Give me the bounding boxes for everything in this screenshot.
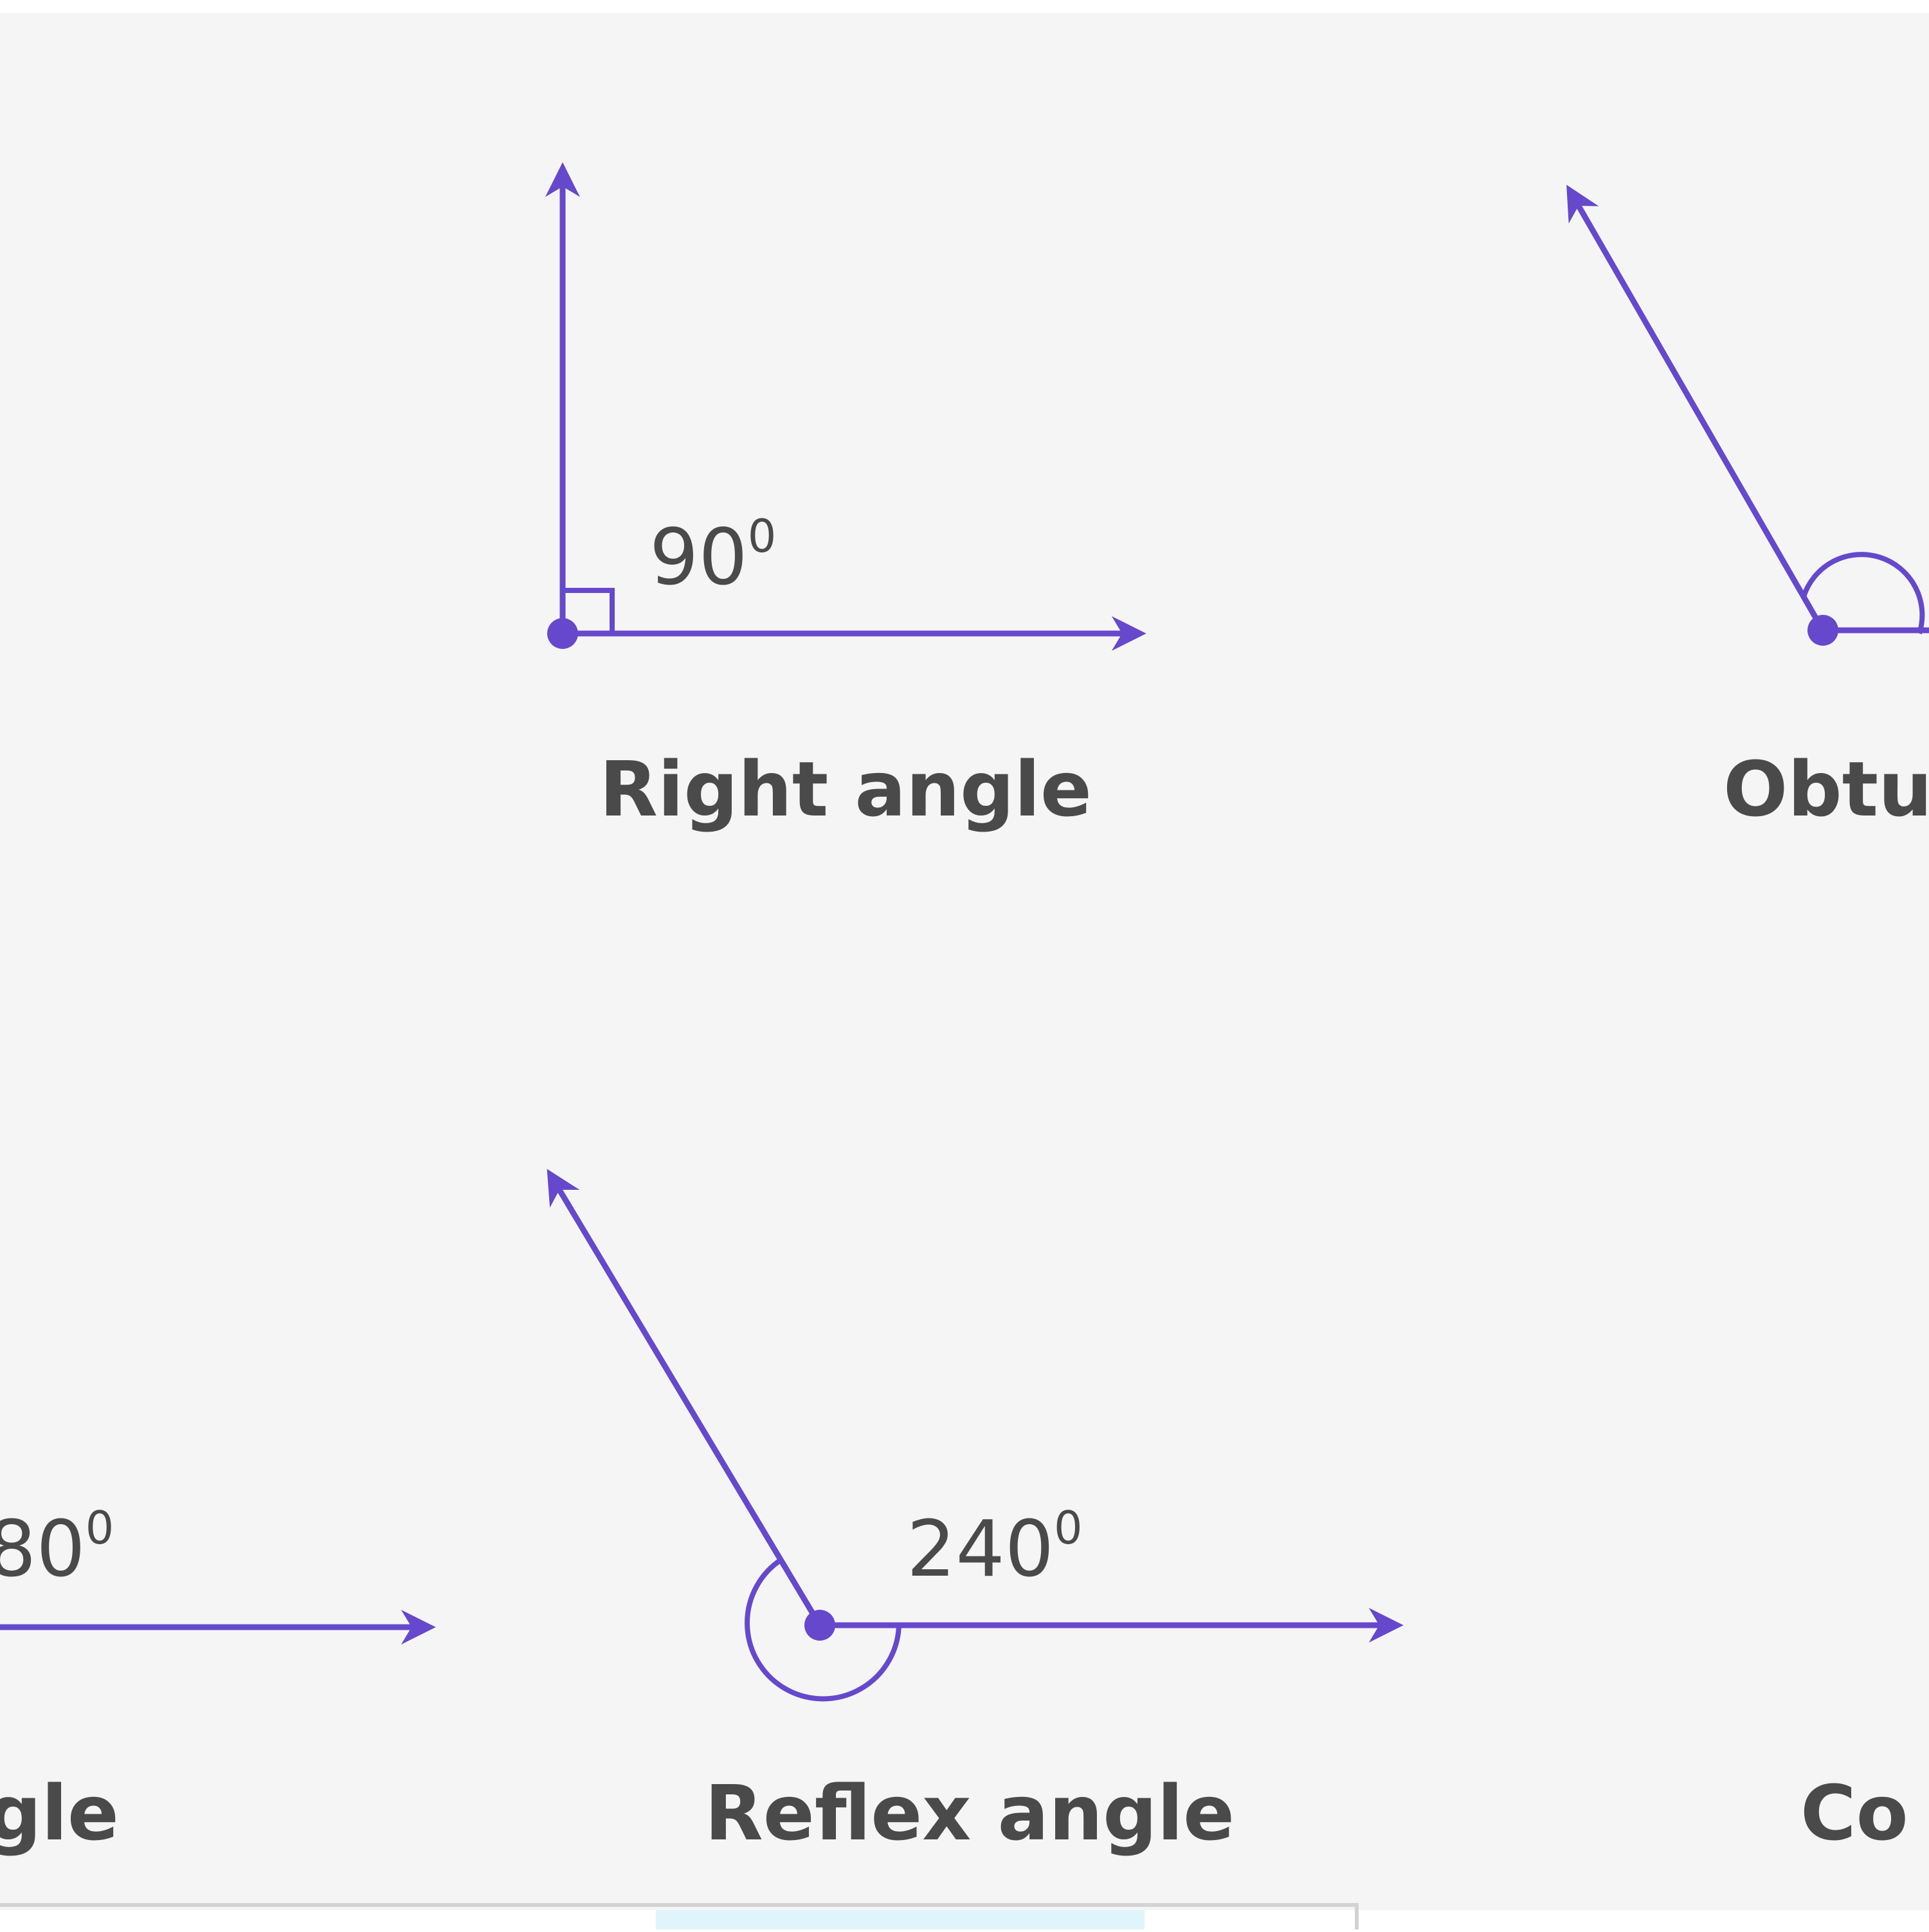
figure-background bbox=[0, 13, 1929, 1910]
reflex-angle-caption: Reflex angle bbox=[705, 1769, 1235, 1857]
reflex-angle-vertex bbox=[804, 1610, 835, 1641]
reflex-angle-slanted-ray bbox=[547, 1169, 822, 1627]
right-angle-caption: Right angle bbox=[599, 745, 1092, 834]
obtuse-angle-diagram: Obtus bbox=[1566, 185, 1929, 834]
straight-angle-caption: gle bbox=[0, 1769, 119, 1857]
straight-angle-diagram: 800 gle bbox=[0, 1502, 436, 1857]
obtuse-angle-caption: Obtus bbox=[1723, 745, 1929, 834]
reflex-angle-value: 2400 bbox=[907, 1502, 1083, 1594]
obtuse-angle-vertex bbox=[1807, 615, 1838, 646]
right-angle-diagram: 900 Right angle bbox=[545, 162, 1146, 834]
bottom-frame bbox=[0, 1903, 1359, 1929]
obtuse-angle-arc bbox=[1801, 552, 1925, 635]
right-angle-marker bbox=[563, 588, 615, 633]
reflex-angle-diagram: 2400 Reflex angle bbox=[547, 1169, 1404, 1857]
obtuse-angle-slanted-ray bbox=[1566, 185, 1825, 632]
right-angle-value: 900 bbox=[649, 510, 776, 603]
complete-angle-caption: Co bbox=[1800, 1769, 1908, 1857]
reflex-angle-arc bbox=[745, 1557, 901, 1702]
straight-angle-value: 800 bbox=[0, 1502, 114, 1594]
bottom-highlight bbox=[656, 1910, 1145, 1929]
right-angle-vertex bbox=[547, 618, 578, 649]
